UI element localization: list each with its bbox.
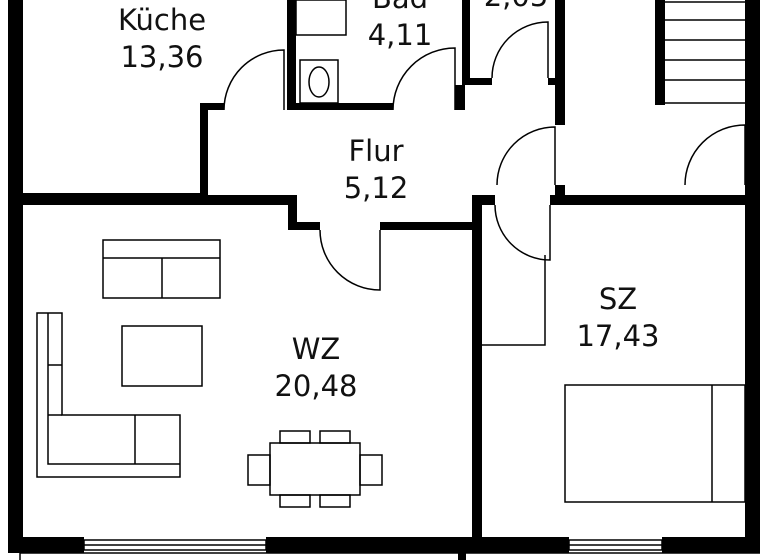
room-area: 13,36 xyxy=(120,40,204,74)
room-name: Flur xyxy=(348,134,404,168)
room-sz: SZ 17,43 xyxy=(538,281,698,355)
room-name: Küche xyxy=(117,3,207,37)
room-area: 4,11 xyxy=(367,18,433,52)
fixtures xyxy=(19,0,760,560)
room-area: 2,05 xyxy=(436,0,596,15)
room-flur: Flur 5,12 xyxy=(296,133,456,207)
door-wz xyxy=(319,229,381,291)
room-area: 20,48 xyxy=(274,369,358,403)
door-stairs xyxy=(684,124,746,186)
room-wz: WZ 20,48 xyxy=(236,331,396,405)
room-name: WZ xyxy=(291,332,341,366)
room-area: 17,43 xyxy=(576,319,660,353)
door-sz xyxy=(494,204,551,261)
bed xyxy=(564,384,746,503)
walls xyxy=(8,0,760,560)
door-wc xyxy=(491,21,549,79)
room-name: Bad xyxy=(320,0,480,17)
door-kueche xyxy=(223,49,285,111)
toilet xyxy=(299,59,339,104)
room-name: SZ xyxy=(598,282,638,316)
door-bad xyxy=(392,47,456,111)
room-kueche: Küche 13,36 xyxy=(82,2,242,76)
coffee-table xyxy=(121,325,203,387)
room-area: 5,12 xyxy=(343,171,409,205)
dining-table xyxy=(269,442,361,496)
corner-sofa xyxy=(36,312,181,478)
room-wc: 2,05 xyxy=(436,0,596,15)
stairs xyxy=(665,1,745,104)
door-flur-right xyxy=(496,126,556,186)
sink xyxy=(295,0,347,36)
room-bad: Bad 4,11 xyxy=(320,0,480,54)
